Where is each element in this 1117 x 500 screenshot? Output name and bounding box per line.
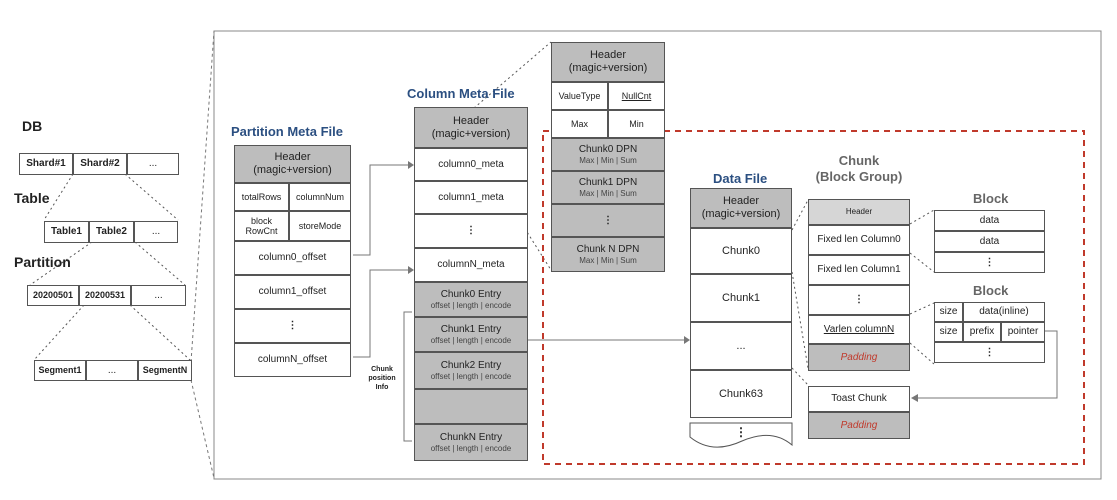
- dpn-header: Header (magic+version): [551, 42, 665, 82]
- partition-meta-header: Header (magic+version): [234, 145, 351, 183]
- pm-column-num: columnNum: [289, 183, 351, 211]
- data-chunk63: Chunk63: [690, 370, 792, 418]
- block2-size-2: size: [934, 322, 963, 342]
- segment-1: Segment1: [34, 360, 86, 381]
- chunk-position-info-label: Chunk position Info: [368, 366, 396, 391]
- block2-prefix: prefix: [963, 322, 1001, 342]
- chunk-fixed-col1: Fixed len Column1: [808, 255, 910, 285]
- block1-data-1: data: [934, 210, 1045, 231]
- table-label: Table: [14, 190, 50, 206]
- data-chunk1: Chunk1: [690, 274, 792, 322]
- column-meta-header: Header (magic+version): [414, 107, 528, 148]
- block2-size-1: size: [934, 302, 963, 322]
- dpn-null-cnt: NullCnt: [608, 82, 665, 110]
- toast-chunk: Toast Chunk: [808, 386, 910, 412]
- cm-entry-blank: [414, 389, 528, 424]
- dpn-ellipsis: ⋮: [551, 204, 665, 237]
- db-label: DB: [22, 118, 43, 134]
- partition-meta-title: Partition Meta File: [231, 124, 343, 139]
- dpn-value-type: ValueType: [551, 82, 608, 110]
- block2-pointer: pointer: [1001, 322, 1045, 342]
- data-file-title: Data File: [713, 171, 768, 186]
- data-ellipsis: ...: [690, 322, 792, 370]
- column-meta-title: Column Meta File: [407, 86, 515, 101]
- chunk-ellipsis: ⋮: [808, 285, 910, 315]
- shard-2: Shard#2: [73, 153, 127, 175]
- partition-more: ...: [131, 285, 186, 306]
- pm-columnN-offset: columnN_offset: [234, 343, 351, 377]
- partition-label: Partition: [14, 254, 71, 270]
- cm-column0-meta: column0_meta: [414, 148, 528, 181]
- block2-title: Block: [973, 283, 1009, 298]
- shard-more: ...: [127, 153, 179, 175]
- block1-title: Block: [973, 191, 1009, 206]
- dpn-max: Max: [551, 110, 608, 138]
- pm-column0-offset: column0_offset: [234, 241, 351, 275]
- table-2: Table2: [89, 221, 134, 243]
- chunk-fixed-col0: Fixed len Column0: [808, 225, 910, 255]
- cm-ellipsis: ⋮: [414, 214, 528, 248]
- pm-store-mode: storeMode: [289, 211, 351, 241]
- chunk-title: Chunk (Block Group): [815, 153, 903, 185]
- data-file-tail-ellipsis: ⋮: [735, 425, 747, 439]
- segment-n: SegmentN: [138, 360, 192, 381]
- table-1: Table1: [44, 221, 89, 243]
- data-chunk0: Chunk0: [690, 228, 792, 274]
- shard-1: Shard#1: [19, 153, 73, 175]
- zoom-line-top: [190, 30, 215, 363]
- pm-column1-offset: column1_offset: [234, 275, 351, 309]
- chunk-varlen-colN: Varlen columnN: [808, 315, 910, 344]
- block1-data-2: data: [934, 231, 1045, 252]
- block2-ellipsis: ⋮: [934, 342, 1045, 363]
- toast-padding: Padding: [808, 412, 910, 439]
- block2-data-inline: data(inline): [963, 302, 1045, 322]
- partition-20200531: 20200531: [79, 285, 131, 306]
- table-more: ...: [134, 221, 178, 243]
- cm-columnN-meta: columnN_meta: [414, 248, 528, 282]
- block1-ellipsis: ⋮: [934, 252, 1045, 273]
- chunk-padding: Padding: [808, 344, 910, 371]
- dpn-min: Min: [608, 110, 665, 138]
- pm-ellipsis: ⋮: [234, 309, 351, 343]
- pm-block-rowcnt: block RowCnt: [234, 211, 289, 241]
- partition-20200501: 20200501: [27, 285, 79, 306]
- chunk-header: Header: [808, 199, 910, 225]
- segment-more: ...: [86, 360, 138, 381]
- pm-total-rows: totalRows: [234, 183, 289, 211]
- zoom-line-bottom: [190, 379, 215, 479]
- cm-column1-meta: column1_meta: [414, 181, 528, 214]
- data-file-header: Header (magic+version): [690, 188, 792, 228]
